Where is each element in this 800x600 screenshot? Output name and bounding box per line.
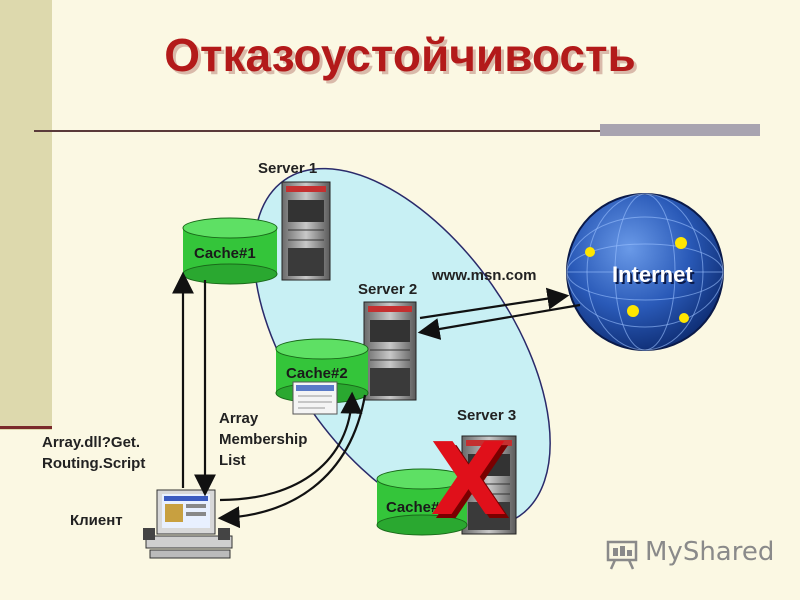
- internet-globe-icon: [566, 193, 724, 351]
- server-2-icon: [363, 301, 417, 401]
- server-3-label: Server 3: [457, 407, 517, 424]
- left-accent-line: [0, 426, 52, 429]
- failure-x-mark: X: [430, 421, 508, 538]
- title-divider-block: [600, 124, 760, 136]
- request-text: Array.dll?Get. Routing.Script: [42, 434, 146, 472]
- server-2-label: Server 2: [358, 281, 418, 298]
- server-3-icon: [461, 435, 517, 535]
- watermark-text: MyShared: [645, 537, 775, 567]
- server-1-label: Server 1: [258, 160, 318, 177]
- side-band: [0, 0, 52, 430]
- client-label: Клиент: [70, 512, 123, 529]
- membership-list-document-icon: [292, 381, 338, 415]
- page-title: Отказоустойчивость: [164, 29, 636, 81]
- server-1-icon: [281, 181, 331, 281]
- internet-url-label: www.msn.com: [432, 267, 537, 284]
- cache-1-label: Cache#1: [194, 245, 256, 262]
- presentation-board-icon: [606, 540, 638, 570]
- membership-list-text: Array Membership List: [219, 410, 308, 469]
- cache-3-cylinder: [376, 468, 468, 536]
- title-divider: [34, 130, 760, 132]
- connection-arrows: [172, 271, 581, 529]
- cache-1-cylinder: [182, 217, 278, 285]
- client-computer-icon: [143, 489, 233, 559]
- watermark: MyShared: [605, 537, 775, 570]
- cache-3-label: Cache#: [386, 499, 440, 516]
- cache-2-label: Cache#2: [286, 365, 348, 382]
- internet-label: Internet: [612, 262, 693, 287]
